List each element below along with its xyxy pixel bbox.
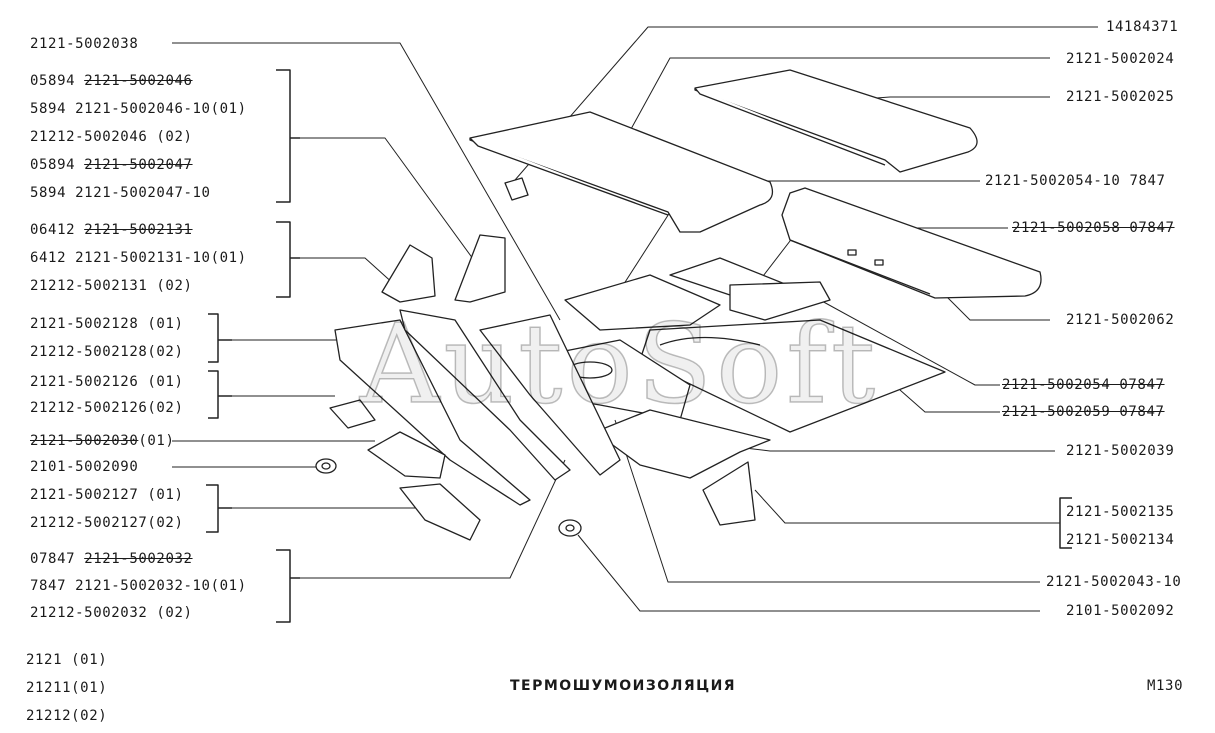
- pad-2121-5002127: [399, 483, 481, 541]
- part-label: 21212-5002131 (02): [30, 278, 193, 294]
- pad-2121-5002030: [367, 431, 446, 479]
- watermark: AutoSoft: [359, 299, 880, 429]
- part-label: 2121-5002038: [30, 36, 139, 52]
- clip-14184371: [504, 177, 529, 201]
- part-label: 2121-5002058 07847: [1012, 220, 1175, 236]
- part-label: 05894 2121-5002047: [30, 157, 193, 173]
- figure-code: М130: [1147, 678, 1184, 694]
- part-label: 6412 2121-5002131-10(01): [30, 250, 247, 266]
- part-label: 2101-5002090: [30, 459, 139, 475]
- grommet-2101-5002092: [558, 519, 582, 537]
- part-label: 21212-5002046 (02): [30, 129, 193, 145]
- floor-mat-2121-5002054: [564, 274, 831, 331]
- part-label: 14184371: [1106, 19, 1179, 35]
- part-label: 2121-5002054-10 7847: [985, 173, 1166, 189]
- front-mat-2121-5002039: [594, 409, 771, 479]
- part-label: 7847 2121-5002032-10(01): [30, 578, 247, 594]
- model-label: 2121 (01): [26, 652, 108, 668]
- part-label: 21212-5002127(02): [30, 515, 184, 531]
- model-label: 21212(02): [26, 708, 108, 724]
- part-label: 2121-5002024: [1066, 51, 1175, 67]
- rear-panel-2121-5002025: [694, 69, 978, 173]
- part-label: 06412 2121-5002131: [30, 222, 193, 238]
- side-panel-2121-5002046: [454, 234, 506, 303]
- part-label: 2121-5002030(01): [30, 433, 175, 449]
- part-label: 5894 2121-5002046-10(01): [30, 101, 247, 117]
- model-label: 21211(01): [26, 680, 108, 696]
- part-label: 05894 2121-5002046: [30, 73, 193, 89]
- part-label: 21212-5002128(02): [30, 344, 184, 360]
- part-label: 2121-5002039: [1066, 443, 1175, 459]
- part-label: 07847 2121-5002032: [30, 551, 193, 567]
- part-label: 21212-5002126(02): [30, 400, 184, 416]
- grommet-2101-5002090: [315, 458, 337, 474]
- part-label: 2121-5002126 (01): [30, 374, 184, 390]
- part-label: 2101-5002092: [1066, 603, 1175, 619]
- part-label: 2121-5002062: [1066, 312, 1175, 328]
- part-label: 2121-5002054 07847: [1002, 377, 1165, 393]
- pad-2121-5002135: [702, 461, 756, 526]
- dash-panel-2121-5002128: [334, 309, 621, 506]
- pad-2121-5002126: [329, 399, 376, 429]
- part-label: 2121-5002128 (01): [30, 316, 184, 332]
- floor-panel-2121-5002062: [781, 187, 1042, 299]
- part-label: 2121-5002025: [1066, 89, 1175, 105]
- part-label: 2121-5002127 (01): [30, 487, 184, 503]
- part-label: 2121-5002134: [1066, 532, 1175, 548]
- bracket-2121-5002131: [381, 244, 436, 303]
- part-label: 2121-5002043-10: [1046, 574, 1182, 590]
- rear-panel-2121-5002024: [469, 111, 774, 233]
- part-label: 2121-5002059 07847: [1002, 404, 1165, 420]
- part-label: 2121-5002135: [1066, 504, 1175, 520]
- diagram-title: ТЕРМОШУМОИЗОЛЯЦИЯ: [510, 678, 737, 694]
- part-label: 21212-5002032 (02): [30, 605, 193, 621]
- part-label: 5894 2121-5002047-10: [30, 185, 211, 201]
